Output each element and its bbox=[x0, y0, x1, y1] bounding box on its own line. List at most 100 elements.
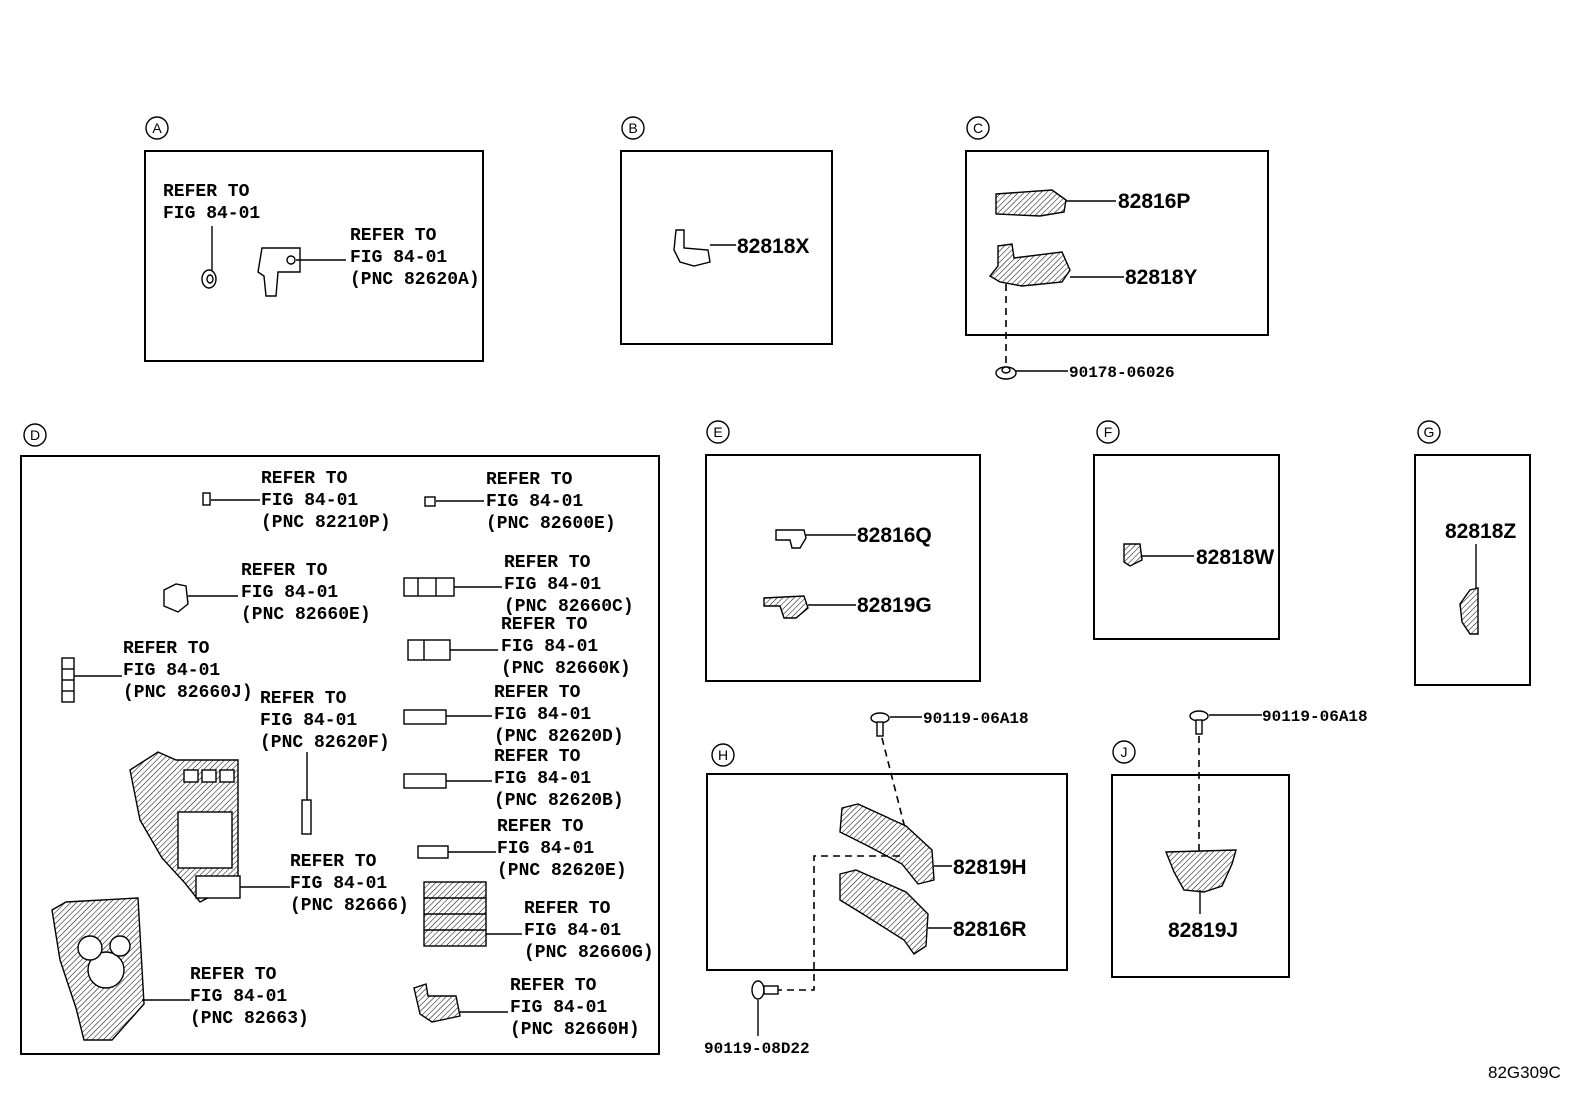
section-a-box bbox=[144, 150, 484, 362]
section-d-marker bbox=[23, 423, 47, 447]
d-ref-82660g-l1: REFER TO bbox=[524, 899, 611, 919]
section-g: G 82818Z bbox=[1414, 420, 1531, 686]
section-h-letter: H bbox=[718, 747, 728, 763]
d-ref-82620d-l3: (PNC 82620D) bbox=[494, 727, 624, 747]
d-ref-82600e-l1: REFER TO bbox=[486, 470, 573, 490]
d-ref-82663-l1: REFER TO bbox=[190, 965, 277, 985]
d-ref-82210p-l2: FIG 84-01 bbox=[261, 491, 358, 511]
bolt-90119-06a18-j bbox=[1189, 710, 1209, 735]
clip-90178-06026 bbox=[995, 366, 1017, 380]
d-ref-82663-l3: (PNC 82663) bbox=[190, 1009, 309, 1029]
section-g-letter: G bbox=[1424, 424, 1435, 440]
d-ref-82666-l1: REFER TO bbox=[290, 852, 377, 872]
figure-code: 82G309C bbox=[1488, 1063, 1561, 1082]
d-ref-82620d-l1: REFER TO bbox=[494, 683, 581, 703]
section-b: B 82818X bbox=[620, 116, 833, 345]
part-label-82818z: 82818Z bbox=[1445, 520, 1516, 543]
part-label-82819j: 82819J bbox=[1168, 919, 1238, 942]
part-label-82818w: 82818W bbox=[1196, 546, 1274, 569]
d-ref-82620e-l3: (PNC 82620E) bbox=[497, 861, 627, 881]
d-ref-82660e-l2: FIG 84-01 bbox=[241, 583, 338, 603]
part-label-82816p: 82816P bbox=[1118, 190, 1190, 213]
d-ref-82660c-l1: REFER TO bbox=[504, 553, 591, 573]
d-ref-82660k-l1: REFER TO bbox=[501, 615, 588, 635]
clip-part bbox=[201, 269, 217, 289]
part-label-90178-06026: 90178-06026 bbox=[1069, 364, 1175, 382]
part-82818y bbox=[988, 243, 1071, 287]
section-b-letter: B bbox=[628, 120, 637, 136]
section-c-box bbox=[965, 150, 1269, 336]
d-ref-82620f-l1: REFER TO bbox=[260, 689, 347, 709]
section-j-box bbox=[1111, 774, 1290, 978]
d-ref-82660j-l1: REFER TO bbox=[123, 639, 210, 659]
d-ref-82660k-l2: FIG 84-01 bbox=[501, 637, 598, 657]
section-d: D REFER TO FIG 84-01 (PNC 82210P) REFER … bbox=[20, 423, 660, 1055]
part-label-82818x: 82818X bbox=[737, 235, 809, 258]
section-e-letter: E bbox=[713, 424, 722, 440]
d-ref-82666-l3: (PNC 82666) bbox=[290, 896, 409, 916]
d-ref-82620d-l2: FIG 84-01 bbox=[494, 705, 591, 725]
part-82819g bbox=[763, 595, 809, 619]
section-j: J 90119-06A18 82819J bbox=[1111, 708, 1368, 978]
part-82818z bbox=[1459, 587, 1479, 635]
section-b-box bbox=[620, 150, 833, 345]
part-label-82818y: 82818Y bbox=[1125, 266, 1197, 289]
relay-block bbox=[51, 897, 145, 1041]
section-b-marker bbox=[621, 116, 645, 140]
section-e: E 82816Q 82819G bbox=[705, 420, 981, 682]
section-f-letter: F bbox=[1104, 424, 1113, 440]
d-ref-82620e-l1: REFER TO bbox=[497, 817, 584, 837]
d-ref-82660c-l3: (PNC 82660C) bbox=[504, 597, 634, 617]
connector-bracket bbox=[257, 247, 301, 297]
section-d-box bbox=[20, 455, 660, 1055]
section-e-marker bbox=[706, 420, 730, 444]
d-ref-82620e-l2: FIG 84-01 bbox=[497, 839, 594, 859]
part-82819j bbox=[1164, 849, 1237, 893]
section-c-marker bbox=[966, 116, 990, 140]
section-f-box bbox=[1093, 454, 1280, 640]
d-ref-82620f-l3: (PNC 82620F) bbox=[260, 733, 390, 753]
part-82816q bbox=[775, 529, 807, 549]
part-82818w bbox=[1123, 543, 1143, 567]
d-ref-82210p-l1: REFER TO bbox=[261, 469, 348, 489]
part-label-82816q: 82816Q bbox=[857, 524, 932, 547]
d-ref-82600e-l3: (PNC 82600E) bbox=[486, 514, 616, 534]
part-label-90119-06a18-h: 90119-06A18 bbox=[923, 710, 1029, 728]
d-ref-82660c-l2: FIG 84-01 bbox=[504, 575, 601, 595]
section-f-marker bbox=[1096, 420, 1120, 444]
part-82818x bbox=[673, 229, 711, 267]
d-ref-82660j-l3: (PNC 82660J) bbox=[123, 683, 253, 703]
section-a: A REFER TO FIG 84-01 REFER TO FIG 84-01 … bbox=[144, 116, 484, 362]
d-ref-82210p-l3: (PNC 82210P) bbox=[261, 513, 391, 533]
d-ref-82620f-l2: FIG 84-01 bbox=[260, 711, 357, 731]
d-ref-82660e-l1: REFER TO bbox=[241, 561, 328, 581]
d-ref-82660h-l2: FIG 84-01 bbox=[510, 998, 607, 1018]
d-ref-82620b-l2: FIG 84-01 bbox=[494, 769, 591, 789]
section-a-ref2-line2: FIG 84-01 bbox=[350, 248, 447, 268]
d-ref-82620b-l3: (PNC 82620B) bbox=[494, 791, 624, 811]
d-ref-82660k-l3: (PNC 82660K) bbox=[501, 659, 631, 679]
section-a-ref1-line2: FIG 84-01 bbox=[163, 204, 260, 224]
bolt-90119-06a18-h bbox=[870, 712, 890, 737]
part-82816p bbox=[995, 189, 1067, 217]
section-d-letter: D bbox=[30, 427, 40, 443]
bolt-90119-08d22 bbox=[751, 980, 779, 1000]
part-label-82819h: 82819H bbox=[953, 856, 1027, 879]
section-a-marker bbox=[145, 116, 169, 140]
d-ref-82660j-l2: FIG 84-01 bbox=[123, 661, 220, 681]
part-82819h bbox=[839, 803, 935, 885]
section-h-marker bbox=[711, 743, 735, 767]
section-j-letter: J bbox=[1121, 744, 1128, 760]
d-ref-82666-l2: FIG 84-01 bbox=[290, 874, 387, 894]
section-g-marker bbox=[1417, 420, 1441, 444]
section-c: C 82816P 82818Y 90178-06026 bbox=[965, 116, 1269, 382]
part-label-90119-08d22: 90119-08D22 bbox=[704, 1040, 810, 1058]
part-label-82816r: 82816R bbox=[953, 918, 1027, 941]
section-a-ref2-line1: REFER TO bbox=[350, 226, 437, 246]
section-a-letter: A bbox=[152, 120, 162, 136]
part-label-82819g: 82819G bbox=[857, 594, 932, 617]
section-g-box bbox=[1414, 454, 1531, 686]
section-h: H 90119-06A18 82819H 82816R 90119-08D22 bbox=[704, 710, 1068, 1058]
section-a-ref1-line1: REFER TO bbox=[163, 182, 250, 202]
section-j-marker bbox=[1112, 740, 1136, 764]
